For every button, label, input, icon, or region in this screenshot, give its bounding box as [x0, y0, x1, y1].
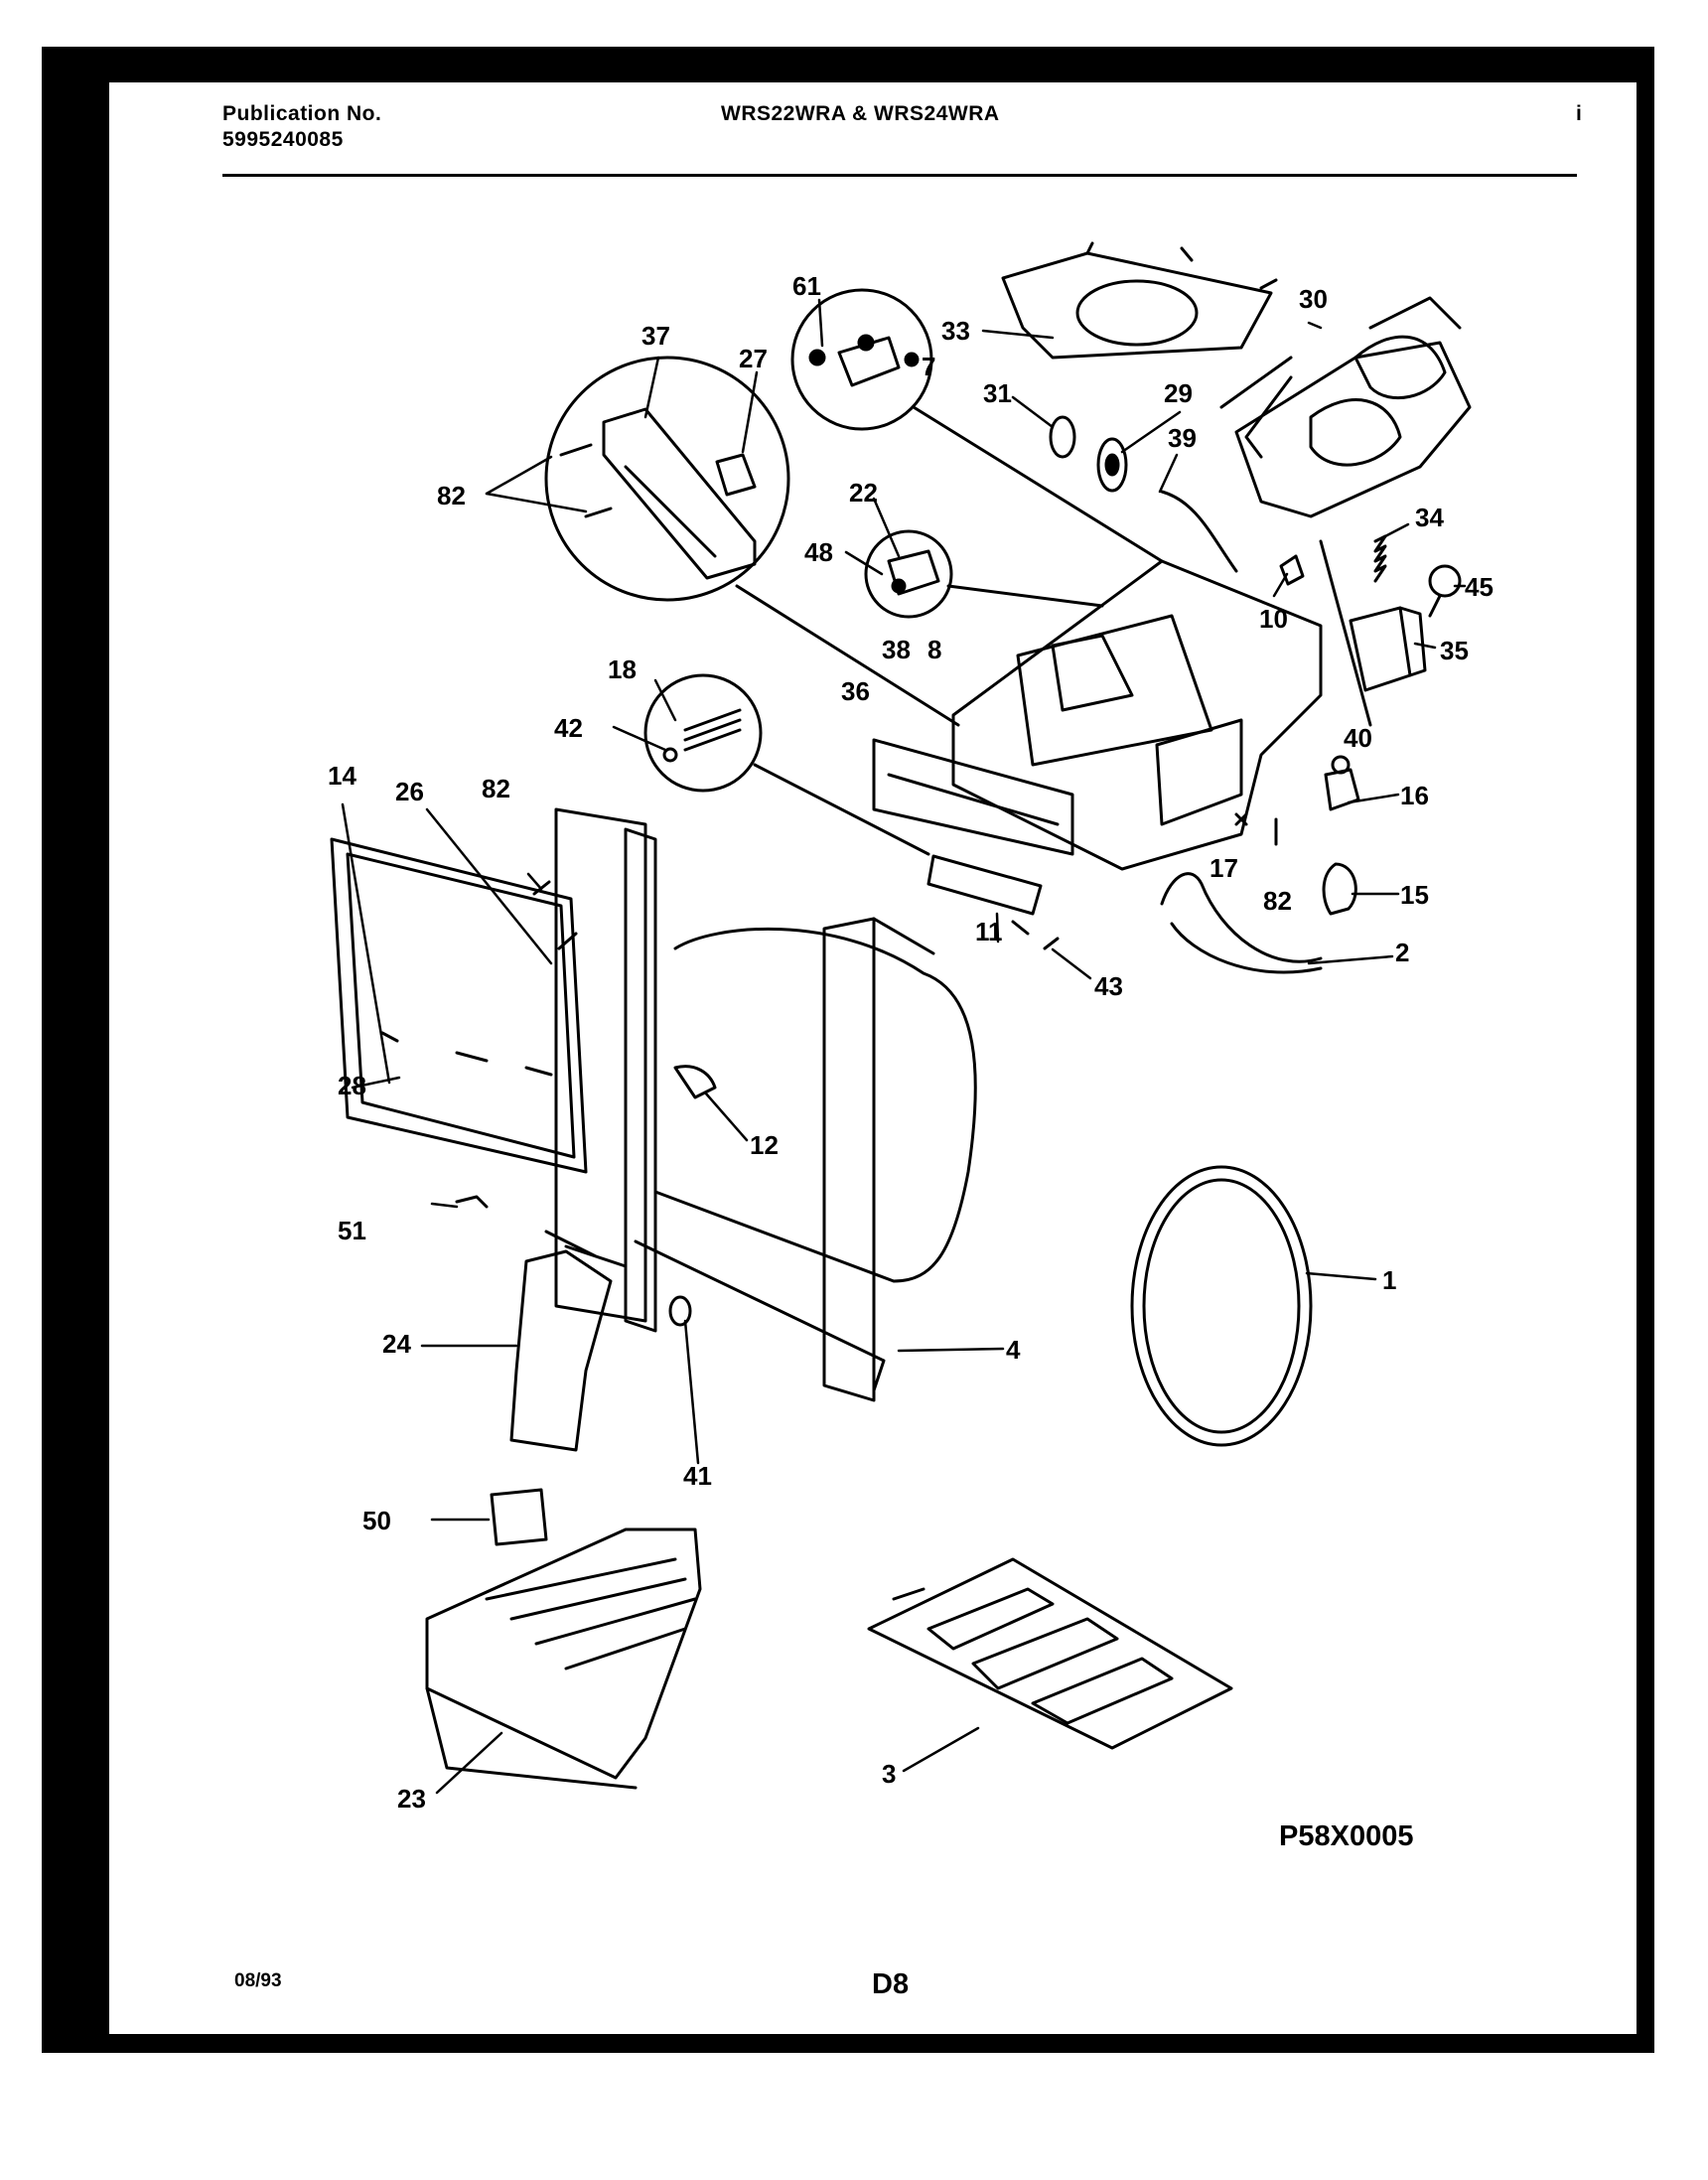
detail-circle-cam: [864, 529, 1104, 619]
part-16-switch: [1324, 755, 1360, 811]
part-2-harness: [1160, 872, 1323, 974]
part-43-screw: [1043, 937, 1060, 950]
callout-15: 15: [1400, 880, 1429, 910]
part-17-screw: [1234, 812, 1248, 826]
part-26-screw: [557, 932, 578, 950]
part-34-spring: [1373, 534, 1387, 583]
callout-61: 61: [792, 271, 821, 301]
header-rule: [222, 174, 1577, 177]
callout-82-mid: 82: [482, 774, 510, 803]
callout-39: 39: [1168, 423, 1197, 453]
callout-16: 16: [1400, 781, 1429, 810]
callout-14: 14: [328, 761, 356, 791]
page-code: D8: [872, 1968, 910, 2000]
part-11-actuator: [926, 854, 1043, 936]
callout-41: 41: [683, 1461, 712, 1491]
callout-50: 50: [362, 1506, 391, 1535]
date-code: 08/93: [234, 1970, 282, 1991]
callout-23: 23: [397, 1784, 426, 1814]
callout-27: 27: [739, 344, 768, 373]
part-15-lamp: [1322, 862, 1357, 916]
callout-43: 43: [1094, 971, 1123, 1001]
page-frame: [42, 47, 1654, 2053]
callout-51: 51: [338, 1216, 366, 1245]
callout-17: 17: [1210, 853, 1238, 883]
callout-40: 40: [1344, 723, 1372, 753]
part-33-cover-plate: [1001, 241, 1278, 360]
part-50-pad: [490, 1488, 548, 1546]
callout-37: 37: [641, 321, 670, 351]
callout-36: 36: [841, 676, 870, 706]
callout-48: 48: [804, 537, 833, 567]
detail-circle-switch: [790, 288, 1164, 563]
callout-26: 26: [395, 777, 424, 806]
part-41-spring: [668, 1295, 692, 1327]
callout-2: 2: [1395, 938, 1409, 967]
part-31-ring: [1049, 415, 1076, 459]
part-14-frame: [330, 837, 588, 1174]
callout-8: 8: [927, 635, 941, 664]
part-45-screw: [1428, 564, 1462, 618]
part-29-gear: [1096, 437, 1128, 493]
callout-45: 45: [1465, 572, 1494, 602]
callout-38: 38: [882, 635, 911, 664]
part-35-solenoid: [1349, 606, 1427, 692]
part-51-pin: [455, 1195, 489, 1209]
part-4-housing: [554, 807, 977, 1402]
part-39-wire: [1160, 490, 1238, 573]
part-24-actuator-arm: [509, 1230, 628, 1452]
detail-circle-bracket: [544, 356, 960, 727]
callout-11: 11: [975, 917, 1003, 946]
callout-33: 33: [941, 316, 970, 346]
header-mark: i: [1576, 102, 1583, 125]
callout-10: 10: [1259, 604, 1288, 634]
callout-34: 34: [1415, 503, 1444, 532]
part-40-wire: [1319, 539, 1372, 727]
diagram-code: P58X0005: [1279, 1820, 1414, 1852]
part-1-gasket: [1130, 1165, 1313, 1447]
part-12-lever: [673, 1065, 717, 1099]
part-38-dispenser-housing: [951, 559, 1323, 871]
callout-82-top: 82: [437, 481, 466, 510]
callout-4: 4: [1006, 1335, 1021, 1365]
model-title: WRS22WRA & WRS24WRA: [721, 102, 1000, 125]
callout-12: 12: [750, 1130, 779, 1160]
leader-lines: [341, 298, 1467, 1795]
callout-labels: 61 33 30 37 27 7 31 29 39 34 82 22 48 45…: [328, 271, 1494, 1814]
publication-label: Publication No.: [222, 102, 382, 125]
callout-22: 22: [849, 478, 878, 508]
callout-35: 35: [1440, 636, 1469, 665]
detail-circle-spring: [643, 673, 930, 856]
callout-30: 30: [1299, 284, 1328, 314]
callout-31: 31: [983, 378, 1012, 408]
callout-29: 29: [1164, 378, 1193, 408]
callout-1: 1: [1382, 1265, 1396, 1295]
callout-3: 3: [882, 1759, 896, 1789]
part-23-drip-tray: [425, 1527, 702, 1790]
callout-24: 24: [382, 1329, 411, 1359]
callout-28: 28: [338, 1071, 366, 1100]
part-30-auger-housing: [1219, 296, 1472, 518]
callout-42: 42: [554, 713, 583, 743]
callout-7: 7: [922, 352, 935, 381]
part-3-heater: [867, 1557, 1233, 1750]
callout-82-lower: 82: [1263, 886, 1292, 916]
part-36-bracket-plate: [872, 738, 1074, 856]
publication-number: 5995240085: [222, 128, 344, 151]
callout-18: 18: [608, 654, 637, 684]
